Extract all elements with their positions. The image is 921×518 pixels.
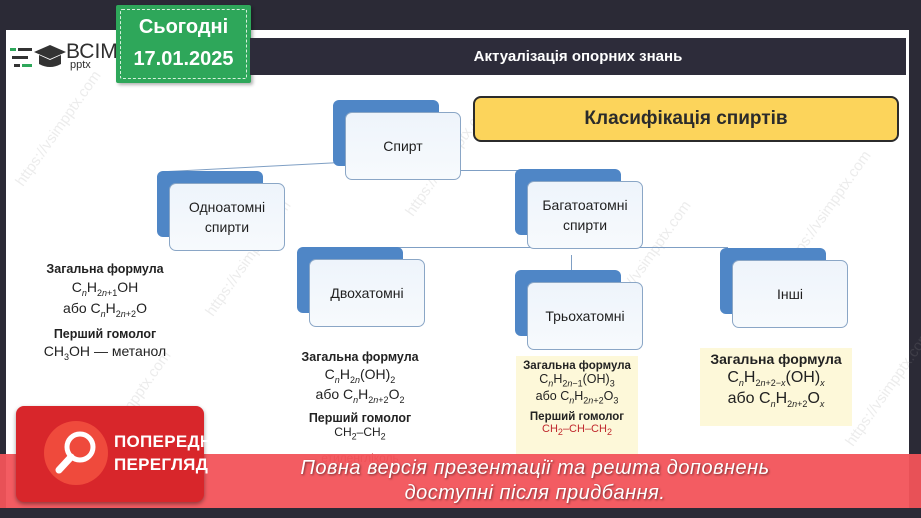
date-label: Сьогодні (138, 16, 229, 38)
logo-sub: pptx (70, 59, 91, 71)
preview-line-1: ПОПЕРЕДНІЙ (114, 432, 231, 451)
preview-badge[interactable]: ПОПЕРЕДНІЙ ПЕРЕГЛЯД (16, 406, 230, 502)
formula-di: Загальна формула CnH2n(OH)2 або CnH2n+2O… (301, 350, 419, 465)
formula-mono: Загальна формула CnH2n+1OH або CnH2n+2O … (43, 262, 167, 362)
connector-line (460, 170, 540, 171)
date-value: 17.01.2025 (133, 48, 234, 70)
banner-bottom-edge (0, 508, 921, 518)
formula-tri: Загальна формула CnH2n−1(OH)3 або CnH2n+… (516, 356, 638, 456)
banner-line-2: доступні після придбання. (404, 482, 666, 504)
banner-line-1: Повна версія презентації та решта доповн… (300, 457, 770, 479)
classification-title: Класифікація спиртів (473, 96, 899, 142)
preview-line-2: ПЕРЕГЛЯД (114, 455, 209, 474)
connector-line (571, 255, 572, 272)
logo-brand: ВСІМ (66, 40, 118, 63)
date-badge: Сьогодні 17.01.2025 (116, 5, 251, 83)
magnifier-icon (44, 421, 108, 485)
graduation-cap-icon (10, 45, 66, 67)
slide-title: Актуалізація опорних знань (250, 38, 906, 75)
logo (8, 38, 118, 76)
formula-other: Загальна формула CnH2n+2−x(OH)x або CnH2… (700, 348, 852, 426)
